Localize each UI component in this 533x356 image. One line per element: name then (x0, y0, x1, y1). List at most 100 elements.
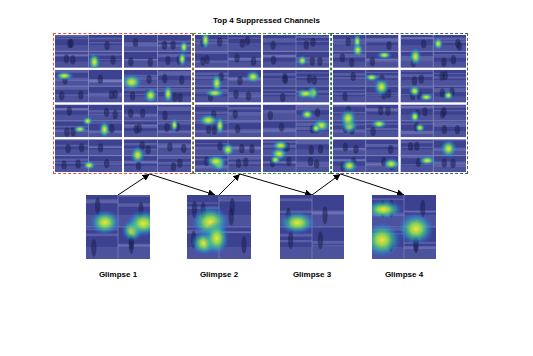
channel-group-box (53, 33, 193, 174)
heat-blob (371, 119, 388, 129)
heatmap-tile (55, 139, 122, 172)
heat-blob (178, 51, 187, 66)
heat-blob (409, 47, 422, 66)
frame-streak (195, 39, 228, 41)
figure-silhouette (440, 109, 445, 118)
frame-streak (228, 38, 261, 39)
frame-streak (433, 106, 466, 108)
heatmap-tile (263, 139, 329, 172)
frame-streak (366, 72, 399, 73)
heat-blob (377, 51, 392, 59)
figure-silhouette (308, 157, 313, 166)
frame-ground (195, 51, 228, 67)
figure-silhouette (318, 145, 323, 154)
figure-silhouette (249, 144, 254, 153)
figure-silhouette (442, 158, 447, 167)
frame-ground (296, 86, 329, 102)
frame-streak (158, 109, 192, 111)
figure-silhouette (230, 198, 235, 216)
frame-streak (195, 52, 228, 54)
frame-streak (401, 37, 434, 39)
figure-silhouette (145, 145, 150, 154)
heat-blob (82, 160, 96, 170)
frame-streak (263, 55, 296, 57)
figure-silhouette (309, 145, 314, 154)
frame-ground (401, 139, 434, 155)
figure-silhouette (443, 71, 448, 80)
frame-ground (366, 51, 399, 67)
figure-silhouette (64, 54, 69, 63)
heat-blob (352, 43, 364, 57)
figure-silhouette (307, 74, 312, 83)
heatmap-tile (263, 70, 329, 103)
frame-divider (124, 105, 191, 138)
heat-blob (280, 211, 316, 235)
heatmap-tile (401, 70, 467, 103)
figure-silhouette (162, 74, 167, 83)
figure-silhouette (67, 107, 72, 116)
figure-silhouette (65, 144, 70, 153)
frame-ground (401, 121, 434, 137)
figure-silhouette (279, 123, 284, 132)
channel-group-box (193, 33, 331, 174)
glimpse-label: Glimpse 2 (187, 270, 251, 279)
frame-ground (158, 139, 192, 155)
frame-streak (158, 88, 192, 89)
frame-ground (366, 35, 399, 51)
frame-ground (124, 35, 158, 51)
frame-streak (401, 70, 434, 72)
frame-ground (433, 86, 466, 102)
frame-ground (263, 86, 296, 102)
figure-silhouette (233, 110, 238, 119)
frame-streak (263, 55, 296, 58)
heat-blob (311, 123, 321, 134)
figure-silhouette (146, 75, 151, 84)
frame-floor (401, 166, 434, 172)
frame-streak (195, 42, 228, 45)
frame-floor (263, 80, 296, 86)
frame-ground (296, 51, 329, 67)
figure-silhouette (70, 55, 75, 64)
frame-streak (433, 54, 466, 56)
frame-streak (118, 203, 150, 206)
frame-ground (55, 35, 89, 51)
figure-silhouette (343, 142, 348, 151)
figure-silhouette (314, 159, 319, 168)
figure-silhouette (419, 75, 424, 84)
frame-ground (228, 121, 261, 137)
heat-blob (73, 125, 87, 133)
frame-ground (55, 139, 89, 155)
frame-divider (333, 70, 399, 103)
frame-streak (433, 73, 466, 74)
figure-silhouette (234, 53, 239, 62)
heat-blob (297, 55, 307, 66)
frame-ground (89, 70, 122, 86)
frame-ground (263, 35, 296, 51)
frame-streak (263, 78, 296, 79)
figure-silhouette (450, 159, 455, 168)
frame-divider (124, 139, 191, 172)
figure-silhouette (98, 143, 103, 152)
frame-streak (333, 93, 366, 95)
figure-silhouette (239, 144, 244, 153)
frame-floor (228, 166, 261, 172)
frame-divider (263, 139, 329, 172)
glimpse-label: Glimpse 4 (372, 270, 436, 279)
heat-blob (82, 116, 93, 125)
heatmap-tile (195, 139, 261, 172)
heat-blob (443, 90, 454, 100)
frame-streak (366, 38, 399, 41)
figure-silhouette (167, 142, 172, 151)
heat-blob (88, 52, 100, 72)
frame-floor (433, 62, 466, 68)
glimpse-image (372, 195, 436, 259)
frame-ground (333, 70, 366, 86)
figure-silhouette (322, 206, 327, 224)
frame-divider (187, 195, 251, 259)
figure-silhouette (177, 93, 182, 102)
heatmap-tile (55, 105, 122, 139)
glimpse-label: Glimpse 3 (280, 270, 344, 279)
frame-streak (124, 105, 158, 106)
figure-silhouette (140, 109, 145, 118)
frame-floor (86, 247, 118, 259)
